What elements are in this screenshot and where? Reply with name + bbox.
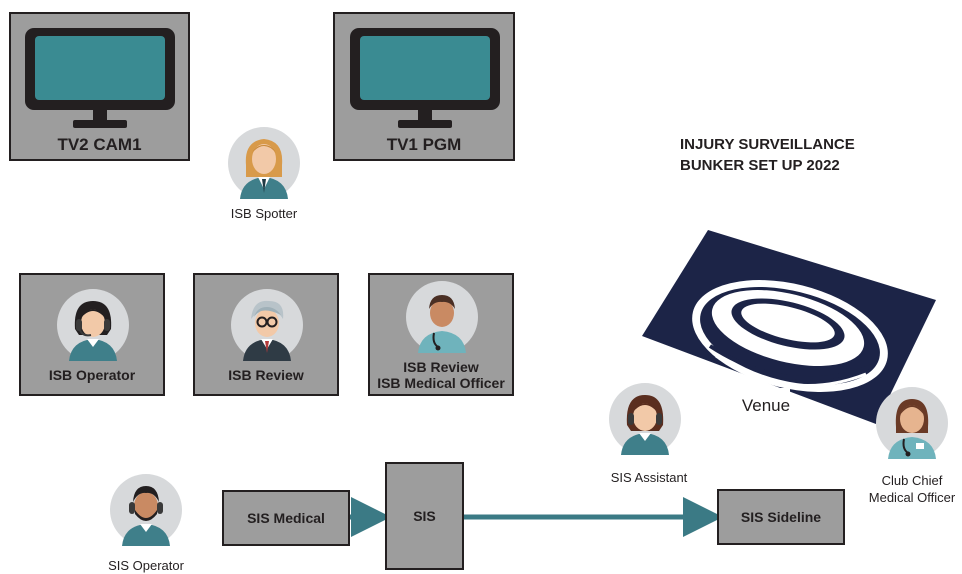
sis-medical-label: SIS Medical xyxy=(247,510,325,526)
club-label-line-1: Club Chief xyxy=(881,473,943,488)
isb-review-line-1: ISB Review xyxy=(403,359,479,375)
diagram-title: INJURY SURVEILLANCE BUNKER SET UP 2022 xyxy=(680,134,855,176)
sis-operator-avatar-icon xyxy=(110,474,182,546)
isb-review-medical-box: ISB Review ISB Medical Officer xyxy=(368,273,514,396)
female-spotter-avatar-icon xyxy=(228,127,300,199)
isb-operator-label: ISB Operator xyxy=(48,367,136,383)
club-doctor-avatar-icon xyxy=(876,387,948,459)
sis-sideline-label: SIS Sideline xyxy=(740,509,822,525)
isb-spotter-label: ISB Spotter xyxy=(230,206,298,221)
sis-label: SIS xyxy=(413,508,436,524)
doctor-avatar-icon xyxy=(406,281,478,353)
sis-assistant-label: SIS Assistant xyxy=(610,470,688,485)
club-label-line-2: Medical Officer xyxy=(868,490,956,505)
title-line-2: BUNKER SET UP 2022 xyxy=(680,157,840,174)
isb-medical-officer-line-2: ISB Medical Officer xyxy=(377,375,505,391)
monitor-icon xyxy=(25,28,175,128)
title-line-1: INJURY SURVEILLANCE xyxy=(680,136,855,153)
isb-review-label: ISB Review xyxy=(228,367,304,383)
stadium-icon xyxy=(642,230,936,424)
monitor-label: TV1 PGM xyxy=(386,135,462,154)
isb-operator-box: ISB Operator xyxy=(19,273,165,396)
sis-medical-box: SIS Medical xyxy=(222,490,350,546)
sis-sideline-box: SIS Sideline xyxy=(717,489,845,545)
monitor-icon xyxy=(350,28,500,128)
monitor-box-tv2-cam1: TV2 CAM1 xyxy=(9,12,190,161)
club-chief-medical-officer-label: Club Chief Medical Officer xyxy=(862,472,962,506)
venue-label: Venue xyxy=(741,396,791,415)
operator-headset-avatar-icon xyxy=(57,289,129,361)
isb-review-box: ISB Review xyxy=(193,273,339,396)
monitor-label: TV2 CAM1 xyxy=(57,135,142,154)
sis-operator-label: SIS Operator xyxy=(108,558,184,573)
sis-box: SIS xyxy=(385,462,464,570)
sis-assistant-avatar-icon xyxy=(609,383,681,455)
reviewer-glasses-avatar-icon xyxy=(231,289,303,361)
monitor-box-tv1-pgm: TV1 PGM xyxy=(333,12,515,161)
